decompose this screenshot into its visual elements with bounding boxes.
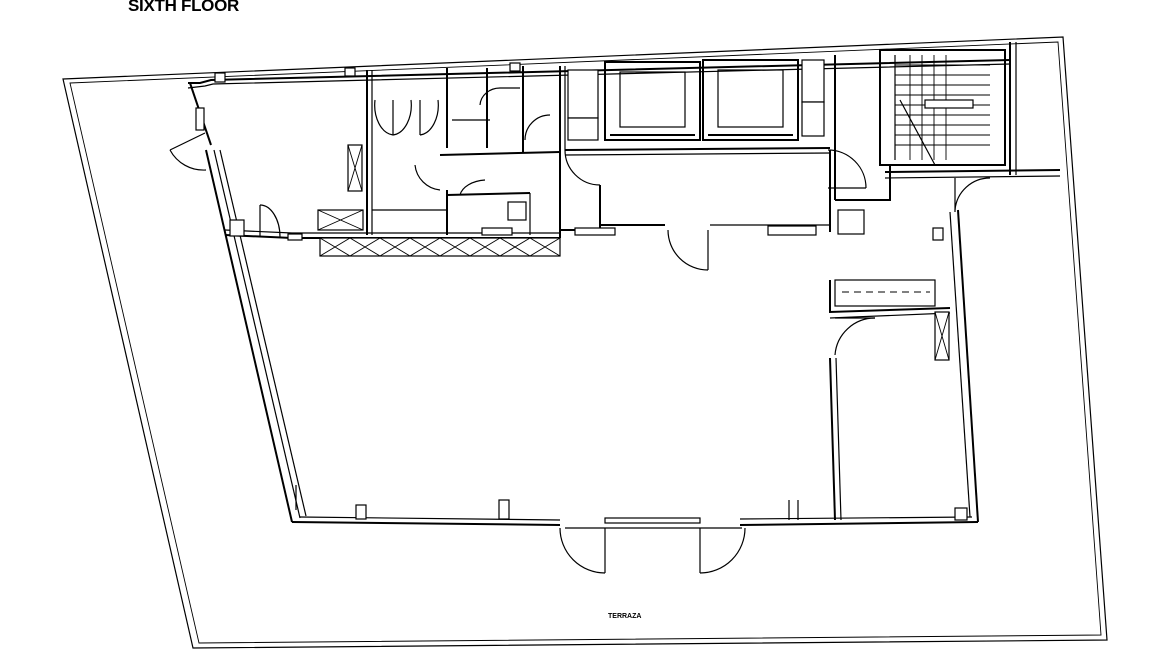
exterior-walls [187,42,1061,526]
west-terrace-door [169,107,207,171]
lift-shafts [567,59,825,141]
stair-core [834,49,1006,241]
south-entrance-doors [559,527,746,574]
terrace-outline [62,36,1108,649]
core-walls [224,66,867,271]
east-offices [214,62,951,521]
terrace-label: TERRAZA [608,613,641,620]
plan-title: SIXTH FLOOR [128,0,239,15]
south-windows [295,485,968,529]
